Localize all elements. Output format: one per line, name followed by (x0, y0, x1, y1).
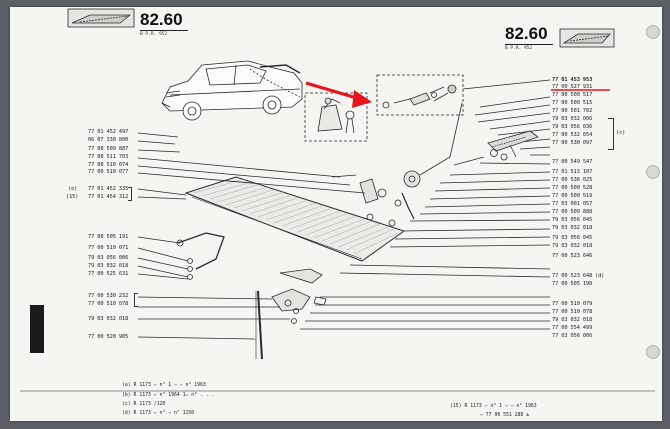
part-number: 77 00 527 931 (552, 84, 593, 90)
part-number: 79 03 032 018 (88, 263, 129, 269)
part-number: 77 00 511 703 (88, 154, 129, 160)
part-number: 77 00 530 097 (552, 140, 593, 146)
part-number: 77 00 554 499 (552, 325, 593, 331)
part-number: 79 03 032 018 (552, 225, 593, 231)
part-number: 77 00 510 078 (88, 301, 129, 307)
group-bracket-left (134, 293, 138, 307)
part-number: 77 00 509 887 (88, 146, 129, 152)
part-number: 79 03 032 018 (552, 317, 593, 323)
part-number: 77 00 525 631 (88, 271, 129, 277)
page-number-left: 82.60 (140, 10, 183, 29)
legend-row: (c) R 1173 /120 (122, 402, 166, 407)
legend-row: (15) R 1173 ⇨ n° 1 ⇨ ⇨ n° 1963 (450, 404, 537, 409)
part-number: 77 00 505 190 (552, 281, 593, 287)
page-number-right: 82.60 (505, 24, 548, 43)
part-number: 77 01 452 335 (88, 186, 129, 192)
part-number: 77 00 532 654 (552, 132, 593, 138)
part-number: 77 00 536 025 (552, 177, 593, 183)
part-number: 79 03 056 006 (88, 255, 129, 261)
highlighted-part-number: 77 01 453 953 (552, 77, 593, 83)
page-subcode-right: B P.R. 952 (505, 46, 533, 51)
part-tag: (15) (66, 194, 79, 200)
group-bracket-e (128, 187, 132, 201)
part-number: 77 01 452 497 (88, 129, 129, 135)
page-subcode-left: B P.R. 952 (140, 32, 168, 37)
part-number: 79 03 032 018 (552, 243, 593, 249)
part-number: 77 03 056 006 (552, 333, 593, 339)
part-number: 77 00 549 547 (552, 159, 593, 165)
part-number: 77 00 523 648 (552, 273, 593, 279)
part-number: 77 00 523 646 (552, 253, 593, 259)
part-number: 77 00 510 079 (552, 301, 593, 307)
part-number: 79 03 056 036 (552, 124, 593, 130)
part-number: 77 00 505 191 (88, 234, 129, 240)
part-number: 77 00 500 519 (552, 193, 593, 199)
part-number: 79 03 032 006 (552, 116, 593, 122)
part-number: 77 00 510 074 (88, 162, 129, 168)
part-number: 77 03 001 057 (552, 201, 593, 207)
punch-hole-top (646, 25, 660, 39)
part-number: 77 00 509 888 (552, 209, 593, 215)
part-number: 77 00 520 905 (88, 334, 129, 340)
punch-hole-bottom (646, 345, 660, 359)
part-number: 77 00 510 078 (552, 309, 593, 315)
legend-row: (a) R 1173 ⇨ n° 1 ⇨ ⇨ n° 1963 (122, 383, 206, 388)
part-number: 77 00 530 232 (88, 293, 129, 299)
page-number-rule-right (505, 44, 553, 45)
page-number-rule-left (140, 30, 188, 31)
part-number: 77 00 510 077 (88, 169, 129, 175)
part-number: 77 01 513 107 (552, 169, 593, 175)
group-bracket-label: (c) (616, 130, 626, 136)
part-number: 77 00 501 702 (552, 108, 593, 114)
page-tab-marker (30, 305, 44, 353)
highlight-arrow (305, 81, 372, 108)
part-tag: (d) (595, 273, 605, 279)
part-tag: (e) (68, 186, 78, 192)
part-number: 77 01 454 312 (88, 194, 129, 200)
part-number: 79 03 056 045 (552, 217, 593, 223)
exploded-parts-diagram (20, 8, 655, 392)
part-number: 79 03 056 045 (552, 235, 593, 241)
part-number: 79 03 032 018 (88, 316, 129, 322)
legend-row: ⇨ 77 00 551 288 ± (480, 413, 530, 418)
part-number: 77 00 500 528 (552, 185, 593, 191)
legend-row: (d) R 1173 ⇨ n° ⇨ n° 1150 (122, 411, 195, 416)
part-number: 77 00 500 517 (552, 92, 593, 98)
legend-row: (b) R 1173 ⇨ n° 1964 1⇨ n° . . . (122, 393, 215, 398)
punch-hole-middle (646, 165, 660, 179)
catalog-page: 82.60 B P.R. 952 82.60 B P.R. 952 77 01 … (10, 7, 662, 421)
part-number: 06 07 330 800 (88, 137, 129, 143)
group-bracket-c (608, 118, 614, 150)
part-number: 77 00 500 515 (552, 100, 593, 106)
part-number: 77 00 510 071 (88, 245, 129, 251)
